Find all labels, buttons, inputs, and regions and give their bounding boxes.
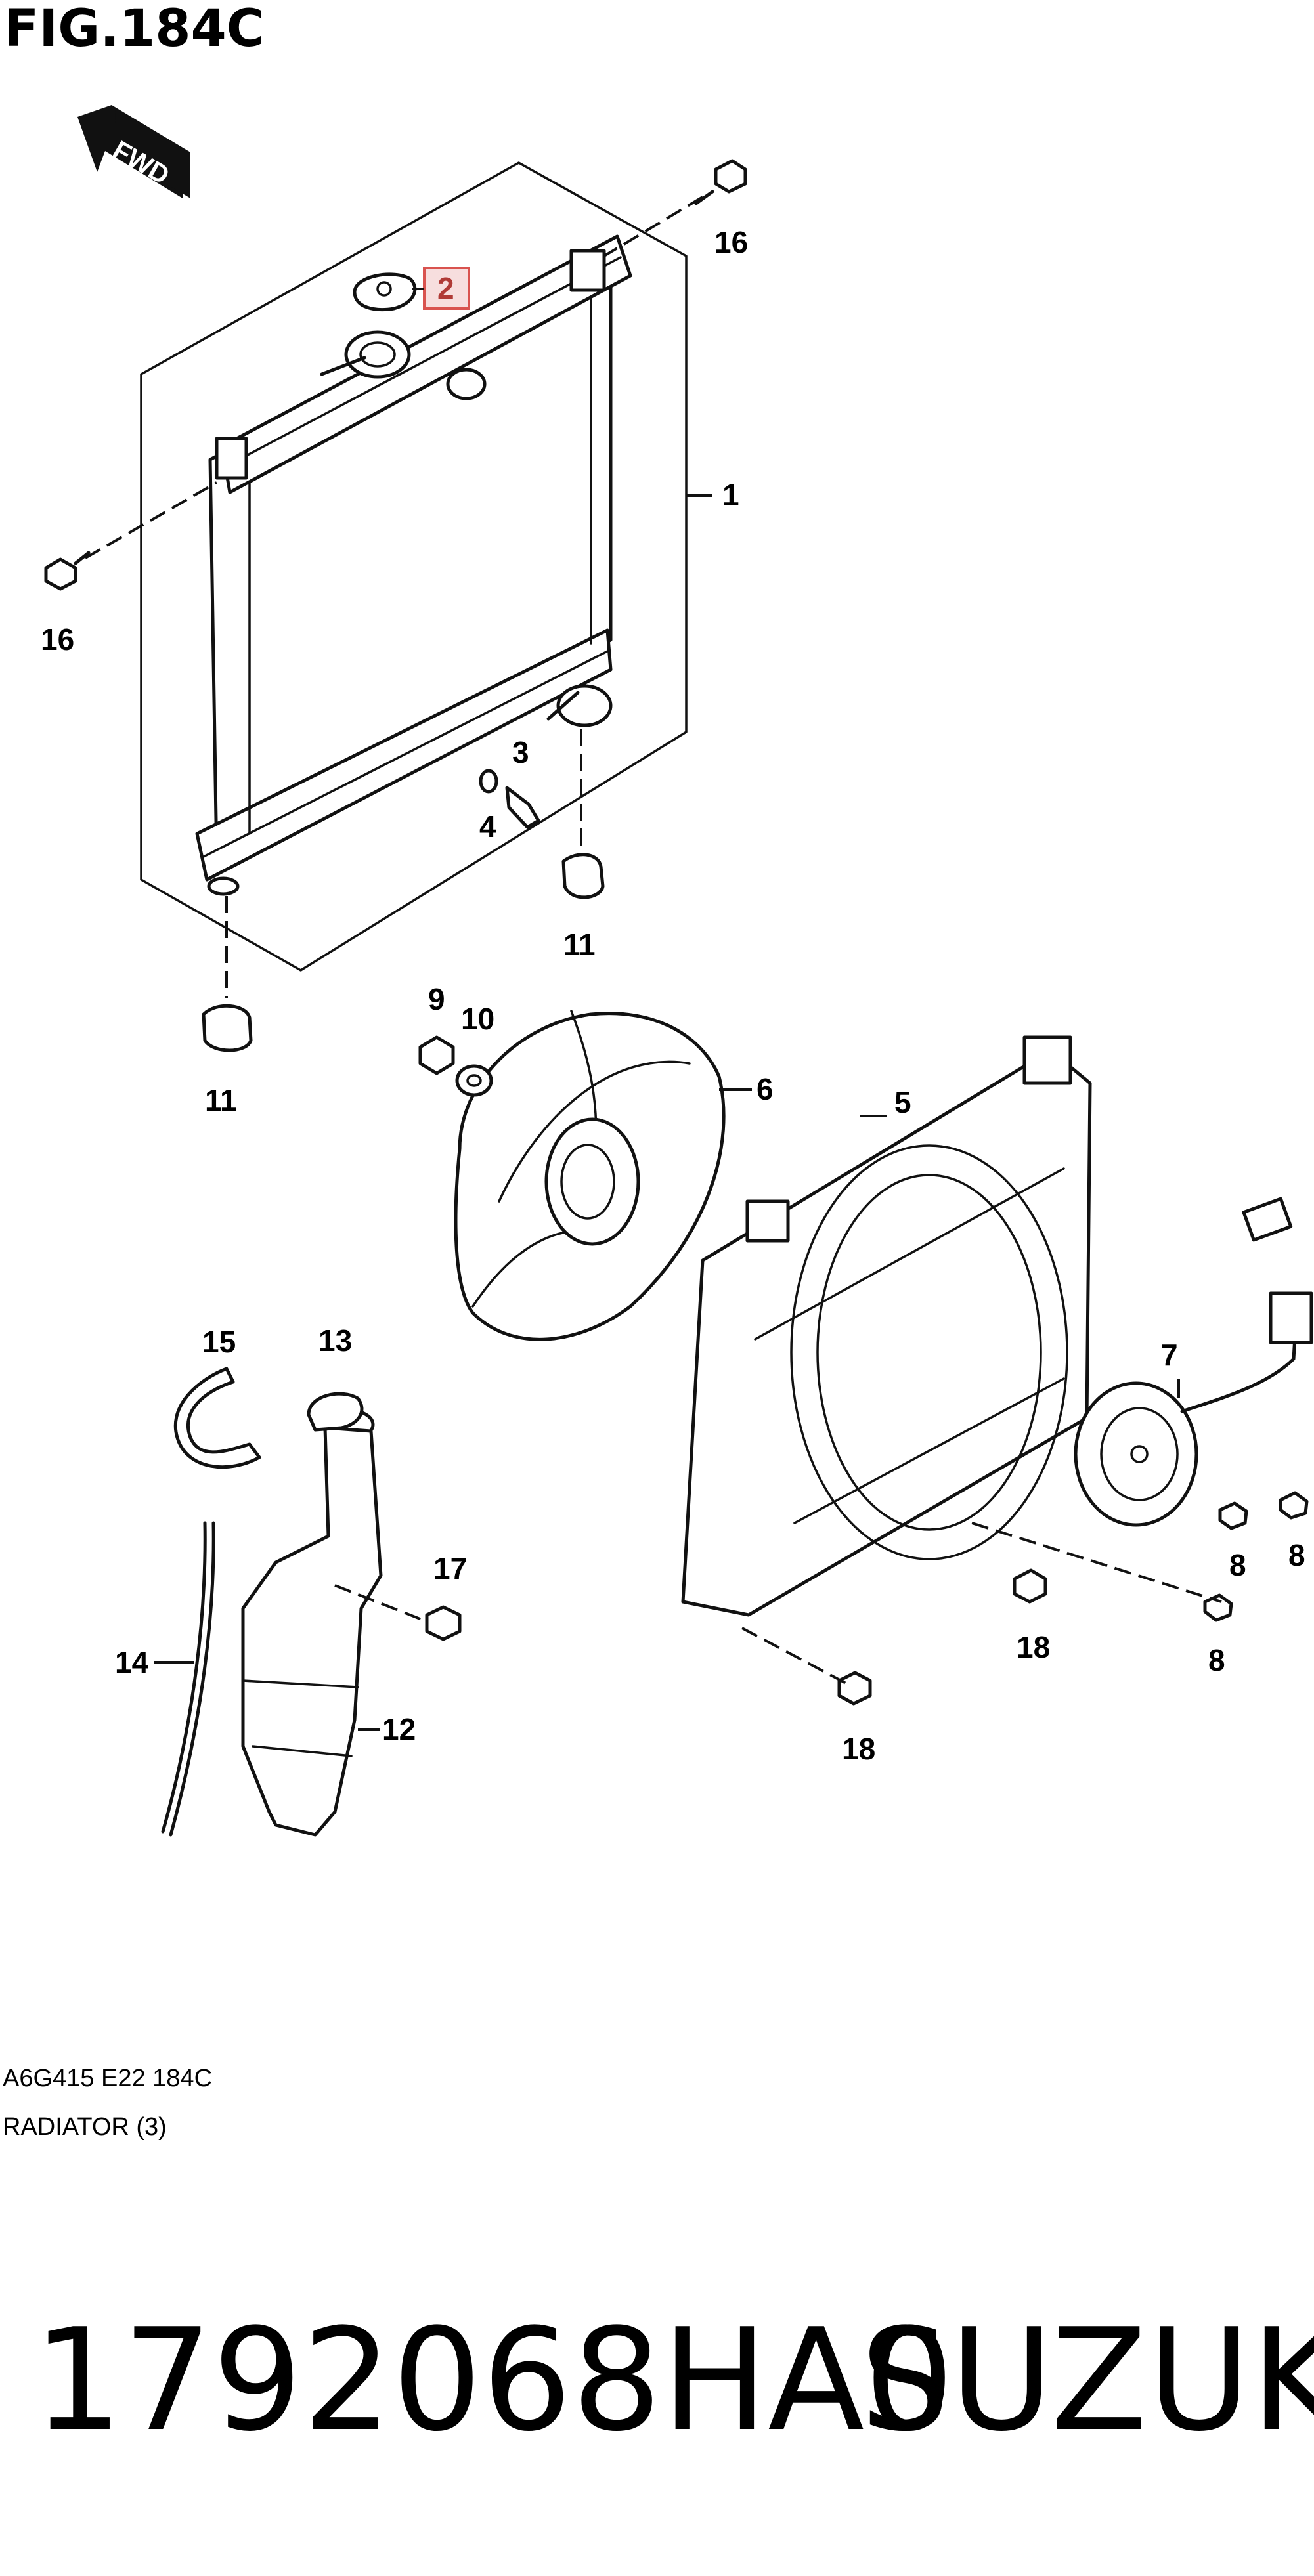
drawing-code: A6G415 E22 184C	[3, 2065, 212, 2092]
brand-name: SUZUKI	[860, 2298, 1314, 2462]
bolt-17	[425, 1605, 462, 1641]
callout-6: 6	[756, 1072, 774, 1106]
callout-15: 15	[202, 1325, 236, 1359]
bolt-16-left	[44, 551, 91, 591]
screw-8-c	[1203, 1593, 1233, 1622]
part-number: 1792068HA0	[33, 2298, 954, 2462]
figure-title: FIG.184C	[4, 0, 264, 58]
mount-cushion-11-left	[202, 1004, 253, 1052]
callout-8c: 8	[1208, 1643, 1225, 1677]
radiator-cap	[353, 272, 417, 312]
callout-7: 7	[1161, 1338, 1178, 1372]
callout-8a: 8	[1229, 1548, 1246, 1582]
callout-11b: 11	[205, 1083, 237, 1117]
bolt-18-left	[837, 1671, 872, 1706]
callout-2[interactable]: 2	[437, 271, 454, 305]
reservoir-tank	[241, 1408, 383, 1837]
callout-2-highlight	[423, 267, 470, 310]
callout-3: 3	[512, 735, 529, 769]
section-name: RADIATOR (3)	[3, 2113, 167, 2141]
screw-8-a	[1218, 1501, 1248, 1530]
cooling-fan	[454, 1010, 726, 1341]
callout-17: 17	[433, 1551, 467, 1585]
callout-9: 9	[428, 982, 445, 1016]
reservoir-cap	[307, 1392, 364, 1432]
mount-cushion-11-right	[561, 853, 605, 899]
callout-12: 12	[382, 1712, 416, 1746]
nut-9	[418, 1035, 455, 1075]
washer-10	[455, 1064, 493, 1097]
bolt-16-top	[694, 159, 747, 205]
callout-1: 1	[722, 478, 739, 512]
callout-4: 4	[479, 809, 496, 844]
callout-16a: 16	[714, 225, 748, 259]
overflow-hose	[161, 1521, 215, 1837]
callout-18b: 18	[842, 1732, 875, 1766]
callout-10: 10	[461, 1002, 494, 1036]
forward-arrow-icon: FWD	[77, 105, 190, 198]
o-ring	[479, 769, 498, 794]
callout-16b: 16	[41, 622, 74, 656]
radiator-group	[140, 161, 688, 972]
callout-8b: 8	[1288, 1538, 1305, 1572]
callout-5: 5	[894, 1085, 911, 1119]
fan-motor	[1074, 1197, 1313, 1527]
callout-18a: 18	[1017, 1630, 1050, 1664]
reservoir-hose	[173, 1367, 261, 1469]
callout-11a: 11	[563, 928, 596, 962]
fan-shroud	[681, 1035, 1092, 1617]
bolt-18-right	[1013, 1568, 1047, 1604]
thermo-sensor	[505, 786, 540, 829]
screw-8-b	[1279, 1491, 1309, 1520]
callout-14: 14	[115, 1645, 149, 1679]
callout-13: 13	[318, 1323, 352, 1358]
